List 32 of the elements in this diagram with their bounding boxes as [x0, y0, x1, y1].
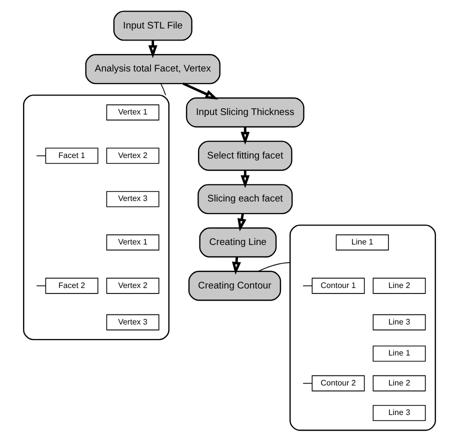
connector	[160, 83, 166, 96]
node-box: Creating Line	[198, 227, 276, 258]
node-box: Line 1	[335, 234, 388, 250]
node-box: Facet 2	[44, 278, 98, 294]
cluster	[22, 94, 169, 340]
node-box: Slicing each facet	[197, 184, 292, 214]
node-box: Vertex 3	[106, 191, 159, 208]
connector	[36, 285, 46, 286]
node-box: Facet 1	[44, 148, 98, 164]
connector	[302, 382, 312, 384]
node-box: Line 2	[372, 278, 426, 294]
node-box: Vertex 1	[106, 104, 159, 120]
node-box: Line 1	[372, 346, 426, 362]
node-box: Input STL File	[112, 10, 192, 41]
node-box: Vertex 1	[106, 234, 159, 250]
connector	[258, 262, 290, 272]
node-box: Vertex 2	[106, 278, 159, 294]
node-box: Creating Contour	[188, 270, 281, 301]
arrow	[182, 82, 218, 100]
connector	[36, 155, 46, 156]
node-box: Line 3	[372, 314, 426, 330]
node-box: Line 3	[372, 404, 426, 422]
node-box: Vertex 3	[106, 314, 159, 330]
node-box: Input Slicing Thickness	[185, 97, 304, 128]
node-box: Contour 1	[311, 278, 364, 294]
node-box: Line 2	[372, 375, 426, 392]
node-box: Analysis total Facet, Vertex	[84, 54, 220, 84]
node-box: Select fitting facet	[198, 140, 292, 171]
node-box: Vertex 2	[106, 148, 159, 164]
node-box: Contour 2	[311, 375, 364, 392]
cluster	[289, 224, 436, 431]
connector	[302, 285, 312, 286]
